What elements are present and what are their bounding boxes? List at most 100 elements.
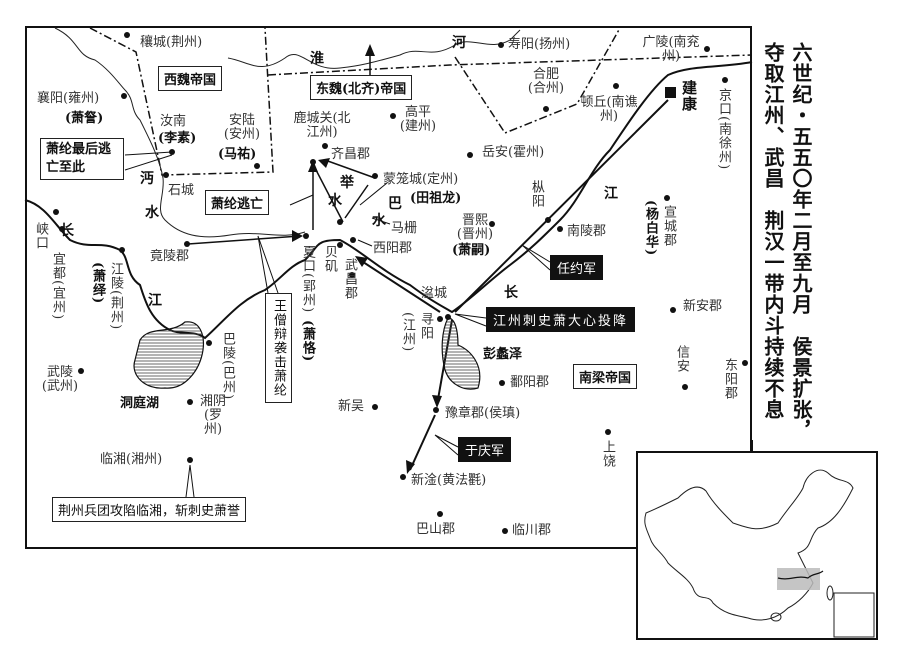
city-dot [169, 149, 175, 155]
east-wei-border [267, 54, 753, 76]
state-south-liang: 南梁帝国 [573, 364, 638, 389]
city-dot [372, 173, 378, 179]
city-dot [670, 307, 676, 313]
city-dot [742, 360, 748, 366]
callout-jiangzhou-surrender: 江州刺史萧大心投降 [486, 307, 636, 332]
callout-pointers [124, 151, 551, 498]
city-dot [543, 106, 549, 112]
place-xiangyin: 湘阴(罗州) [199, 394, 226, 437]
city-dot [722, 77, 728, 83]
city-dot [433, 407, 439, 413]
place-xuancheng-ruler: (杨白华) [643, 200, 658, 257]
river-jiang-east-label: 江 [604, 186, 618, 202]
place-xiangyang-ruler: (萧詧) [65, 111, 104, 126]
place-shangrao: 上饶 [600, 440, 615, 468]
state-east-wei: 东魏(北齐)帝国 [310, 75, 413, 100]
place-shouyang: 寿阳(扬州) [508, 37, 571, 52]
yangtze-river [24, 61, 753, 340]
place-rangcheng: 穰城(荆州) [140, 35, 203, 50]
dongting-lake [133, 321, 205, 389]
place-jiankang: 建康 [680, 80, 698, 112]
place-shicheng: 石城 [168, 183, 195, 198]
china-locator-inset [636, 451, 878, 640]
place-hefei: 合肥(合州) [527, 67, 565, 96]
city-dot [349, 272, 355, 278]
city-dot [254, 163, 260, 169]
place-xunyang-state: (江州) [400, 312, 415, 353]
place-runan: 汝南 [160, 114, 187, 129]
place-xunyang: 寻阳 [418, 312, 433, 340]
south-china-sea-box [833, 592, 875, 638]
place-nanling: 南陵郡 [567, 224, 607, 239]
place-pencheng: 湓城 [421, 286, 448, 301]
place-qichang: 齐昌郡 [331, 147, 371, 162]
city-dot [322, 143, 328, 149]
map-frame [25, 26, 752, 549]
river-he-label: 河 [452, 35, 466, 51]
place-xiyang: 西阳郡 [373, 241, 413, 256]
liang-north-border [454, 27, 621, 134]
place-xingan: 新淦(黄法氍) [411, 473, 487, 488]
city-dot [390, 113, 396, 119]
place-bashan: 巴山郡 [416, 522, 456, 537]
pengli-lake [441, 317, 481, 390]
place-jinxi: 晋熙(晋州) [456, 213, 494, 242]
callout-xiaolun-last: 萧纶最后逃亡至此 [40, 138, 124, 180]
place-menglong: 蒙笼城(定州) [383, 172, 459, 187]
city-dot [682, 384, 688, 390]
place-luchengguan: 鹿城关(北江州) [293, 111, 351, 140]
city-dot [78, 368, 84, 374]
place-jiangling-ruler: (萧绎) [90, 262, 105, 305]
city-dot [704, 46, 710, 52]
huai-river [227, 29, 521, 69]
map-title-line2: 夺取江州、武昌 荆汉一带内斗持续不息 [761, 42, 785, 420]
place-guangling: 广陵(南兖州) [642, 35, 700, 64]
river-jiang-upper-label: 江 [148, 293, 162, 309]
place-poyang: 鄱阳郡 [510, 375, 550, 390]
callout-xiaolun-flee: 萧纶逃亡 [205, 190, 270, 215]
callout-yu-qing-army: 于庆军 [458, 437, 512, 462]
place-xuancheng: 宣城郡 [661, 205, 676, 247]
city-dot [124, 32, 130, 38]
city-dot [437, 316, 443, 322]
place-pengli-lake: 彭蠡泽 [483, 347, 523, 362]
city-dot [350, 237, 356, 243]
city-dot [303, 233, 309, 239]
place-wuchang: 武昌郡 [342, 258, 357, 300]
china-outline [644, 469, 875, 638]
city-dot [184, 241, 190, 247]
capital-square-icon [665, 87, 676, 98]
place-zongyang: 枞阳 [529, 180, 544, 208]
place-xinan: 信安 [674, 345, 689, 373]
inset-connector-line [752, 440, 753, 451]
place-mazha: 马栅 [391, 221, 418, 236]
place-runan-ruler: (李素) [158, 131, 197, 146]
callout-jingzhou-army: 荆州兵团攻陷临湘，斩刺史萧誉 [52, 497, 247, 522]
place-xinwu: 新吴 [338, 399, 365, 414]
city-dot [206, 340, 212, 346]
place-yidu: 宜都(宜州) [50, 252, 65, 321]
place-yuean: 岳安(霍州) [482, 145, 545, 160]
city-dot [437, 511, 443, 517]
city-dot [163, 172, 169, 178]
callout-ren-yue-army: 任约军 [550, 255, 604, 280]
city-dot [53, 209, 59, 215]
place-wuling: 武陵(武州) [41, 365, 79, 394]
xiaolun-route [187, 50, 376, 245]
city-dot [664, 195, 670, 201]
place-xiangyang: 襄阳(雍州) [37, 91, 100, 106]
city-dot [557, 226, 563, 232]
place-xiakou: 夏口(郢州) [300, 245, 315, 314]
river-ju-label-2: 水 [328, 193, 342, 209]
city-dot [467, 152, 473, 158]
place-yuzhang: 豫章郡(侯瑱) [445, 406, 521, 421]
place-dongting-lake: 洞庭湖 [120, 396, 160, 411]
city-dot [337, 242, 343, 248]
callout-wang-sengbian: 王僧辩袭击萧纶 [265, 293, 292, 403]
place-jiangling: 江陵(荆州) [108, 262, 123, 331]
city-dot [372, 404, 378, 410]
city-dot [498, 42, 504, 48]
river-mian-label: 沔 [140, 171, 154, 187]
place-anlu-ruler: (马祐) [218, 147, 257, 162]
city-dot [545, 217, 551, 223]
